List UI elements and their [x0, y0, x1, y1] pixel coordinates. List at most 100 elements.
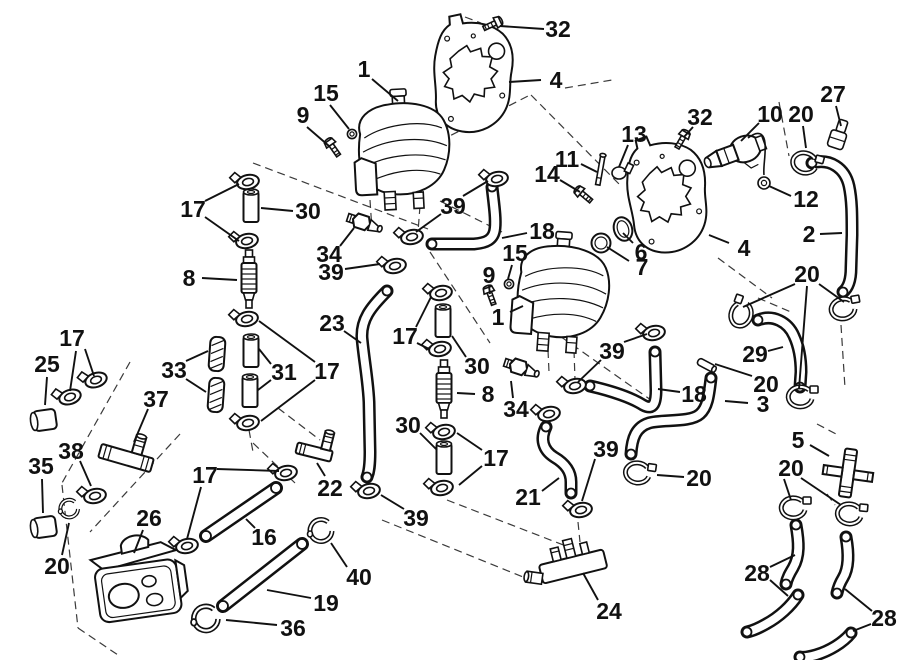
callout-leader	[415, 213, 442, 233]
callout-leader	[852, 623, 872, 632]
callout-leader	[508, 79, 542, 83]
callout-4: 4	[738, 235, 751, 261]
callout-leader	[559, 179, 581, 193]
callout-32: 32	[687, 104, 713, 130]
callout-leader	[456, 432, 483, 451]
callout-3: 3	[757, 391, 770, 417]
callout-leader	[714, 363, 753, 377]
fuel-filter-8	[240, 249, 258, 309]
manifold-24	[523, 537, 608, 586]
clamp-39	[528, 398, 563, 426]
callout-19: 19	[313, 590, 339, 616]
callout-leader	[69, 350, 77, 392]
callout-leader	[581, 458, 596, 502]
callout-39: 39	[440, 193, 466, 219]
clamp-17	[420, 277, 455, 305]
callout-12: 12	[793, 186, 819, 212]
callout-leader	[204, 216, 240, 242]
sleeve-35	[28, 514, 59, 540]
callout-20: 20	[686, 465, 712, 491]
callout-leader	[818, 283, 845, 303]
tubes	[199, 481, 309, 613]
screw-14	[571, 183, 596, 207]
clamp-20	[829, 295, 862, 321]
callout-28: 28	[744, 560, 770, 586]
clamp-17	[423, 416, 458, 444]
callout-37: 37	[143, 386, 169, 412]
callout-30: 30	[464, 353, 490, 379]
cross-fitting-5	[821, 447, 875, 499]
spiral-filter-33	[206, 376, 226, 414]
ring-7	[590, 232, 612, 254]
callout-leader	[768, 185, 792, 197]
callout-leader	[201, 277, 238, 281]
callout-leader	[541, 477, 560, 492]
clamp-39	[554, 370, 589, 398]
callout-1: 1	[492, 304, 505, 330]
callout-leader	[343, 330, 362, 344]
callout-11: 11	[555, 146, 580, 172]
clamp-20	[624, 460, 656, 485]
callout-leader	[339, 227, 355, 247]
callout-leader	[819, 232, 843, 235]
callout-20: 20	[788, 101, 814, 127]
hose-segment-30	[435, 440, 453, 475]
callout-21: 21	[515, 484, 541, 510]
callout-34: 34	[316, 241, 342, 267]
callout-9: 9	[297, 102, 310, 128]
callout-leader	[415, 296, 432, 328]
callout-leader	[835, 105, 842, 127]
mounting-plate-4-lower	[622, 130, 713, 257]
hose-segment-30	[242, 188, 260, 223]
callout-leader	[582, 572, 599, 601]
clamp-39	[391, 221, 426, 249]
callout-leader	[657, 388, 681, 393]
callout-leader	[724, 400, 749, 404]
clip-20	[58, 500, 78, 518]
callout-15: 15	[313, 80, 339, 106]
callout-8: 8	[482, 381, 495, 407]
callout-leader	[371, 78, 399, 102]
clamp-39	[560, 494, 595, 522]
callout-20: 20	[753, 371, 779, 397]
hose-segment-31	[242, 333, 260, 368]
callout-leader	[344, 263, 381, 270]
hose-18-lower	[583, 345, 663, 414]
callout-leader	[61, 522, 70, 556]
callout-leader	[329, 104, 350, 130]
callout-leader	[133, 529, 144, 554]
callout-leader	[800, 477, 842, 506]
hose-28-d	[793, 626, 858, 660]
pin-11	[594, 152, 607, 187]
t-fitting-22	[294, 429, 336, 463]
primer-wire	[747, 132, 767, 176]
tube-19	[216, 537, 309, 613]
callout-leader	[257, 379, 272, 391]
bracket-26	[88, 534, 189, 624]
callout-4: 4	[550, 67, 563, 93]
callout-leader	[44, 376, 48, 406]
callout-30: 30	[395, 412, 421, 438]
callout-39: 39	[403, 505, 429, 531]
callout-leader	[769, 579, 789, 597]
callout-leader	[462, 180, 489, 197]
callout-20: 20	[794, 261, 820, 287]
fitting-13	[611, 161, 635, 180]
callout-leader	[456, 392, 476, 395]
callout-leader	[656, 474, 685, 478]
callout-17: 17	[314, 358, 340, 384]
callout-leader	[501, 232, 528, 239]
callout-leader	[580, 163, 598, 173]
callout-20: 20	[44, 553, 70, 579]
callout-18: 18	[529, 218, 555, 244]
callout-leader	[577, 359, 602, 383]
hose-28-a	[779, 518, 805, 591]
callout-13: 13	[621, 121, 647, 147]
callout-6: 6	[635, 239, 648, 265]
callout-15: 15	[502, 240, 528, 266]
hose-segment-30	[434, 303, 452, 338]
callout-leader	[623, 333, 648, 343]
